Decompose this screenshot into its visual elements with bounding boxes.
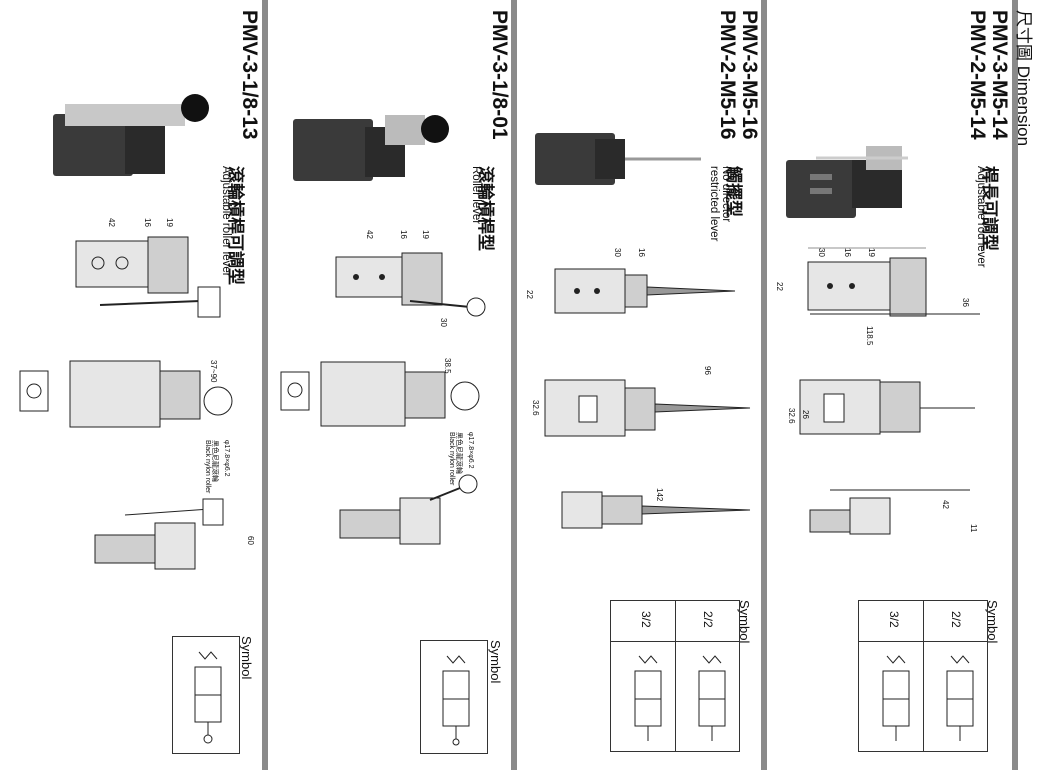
dim-label: 30 [439,318,448,327]
symbol-table [420,640,488,754]
drawing-side-view [799,379,975,435]
dim-label: 42 [941,500,950,509]
model-name: PMV-2-M5-16 [716,10,739,140]
valve-symbol-3-2 [442,655,470,746]
model-name: PMV-3-1/8-13 [238,10,261,140]
valve-symbol-3-2 [634,655,662,741]
drawing-top-view [807,247,980,317]
drawing-front-view [94,498,224,570]
product-photo [293,115,449,181]
roller-note: φ17.8×φ6.2 [223,440,230,477]
dim-label: 38.5 [443,358,452,374]
drawing-front-view [339,474,478,545]
valve-type-label: 3/2 [887,611,901,628]
dimension-title: 尺寸圖 Dimension [1013,10,1038,146]
product-photo [53,94,209,176]
valve-type-label: 2/2 [949,611,963,628]
dim-label: 16 [399,230,408,239]
valve-symbol-2-2 [698,655,726,741]
valve-symbol-3-2 [882,655,910,741]
dimension-title-zh: 尺寸圖 [1014,10,1033,61]
roller-note: 黑色尼龍滾輪 [455,432,462,474]
symbol-table [172,636,240,754]
valve-type-label: 3/2 [639,611,653,628]
drawing-side-view [19,360,233,428]
product-photo [786,146,908,218]
symbol-label: Symbol [239,636,254,680]
model-name: PMV-3-M5-16 [738,10,761,140]
model-name: PMV-3-1/8-01 [488,10,511,140]
dim-label: 30 [613,248,622,257]
symbol-table: 3/2 2/2 [858,600,988,752]
dimension-title-en: Dimension [1014,65,1033,147]
type-name-en: Roller lever [470,166,482,225]
roller-note: 黑色尼龍滾輪 [211,440,218,482]
dim-label: 11 [969,524,978,533]
product-photo [535,133,701,185]
column-separator [1012,0,1018,770]
dim-label: 19 [421,230,430,239]
drawing-front-view [809,489,970,535]
valve-symbol-2-2 [946,655,974,741]
dim-label: 32.6 [787,408,796,424]
drawing-side-view [544,379,751,437]
column-separator [262,0,268,770]
dim-label: 142 [655,488,664,502]
dim-label: 30 [817,248,826,257]
model-name: PMV-2-M5-14 [966,10,989,140]
dim-label: 36 [961,298,970,307]
dim-label: 16 [843,248,852,257]
dim-label: 96 [703,366,712,375]
model-name: PMV-3-M5-14 [988,10,1011,140]
dim-label: 32.6 [531,400,540,416]
drawing-top-view [335,252,486,317]
dim-label: 60 [246,536,255,545]
roller-note: Black nylon roller [204,440,211,494]
column-separator [511,0,517,770]
roller-note: Black nylon roller [448,432,455,486]
drawing-top-view [75,236,221,318]
dim-label: 118.5 [865,326,874,346]
dim-label: 16 [637,248,646,257]
symbol-label: Symbol [488,640,503,684]
dim-label: 26 [801,410,810,419]
dim-label: 16 [143,218,152,227]
dim-label: 22 [775,282,784,291]
dim-label: 42 [365,230,374,239]
dim-label: 19 [867,248,876,257]
roller-note: φ17.8×φ6.2 [467,432,474,469]
drawing-front-view [561,491,751,529]
symbol-table: 3/2 2/2 [610,600,740,752]
dim-label: 22 [525,290,534,299]
drawing-side-view [280,361,480,427]
dim-label: 37~90 [209,360,218,383]
column-separator [761,0,767,770]
dim-label: 19 [165,218,174,227]
valve-symbol-3-2 [194,651,222,744]
valve-type-label: 2/2 [701,611,715,628]
drawing-top-view [554,268,736,314]
dim-label: 42 [107,218,116,227]
